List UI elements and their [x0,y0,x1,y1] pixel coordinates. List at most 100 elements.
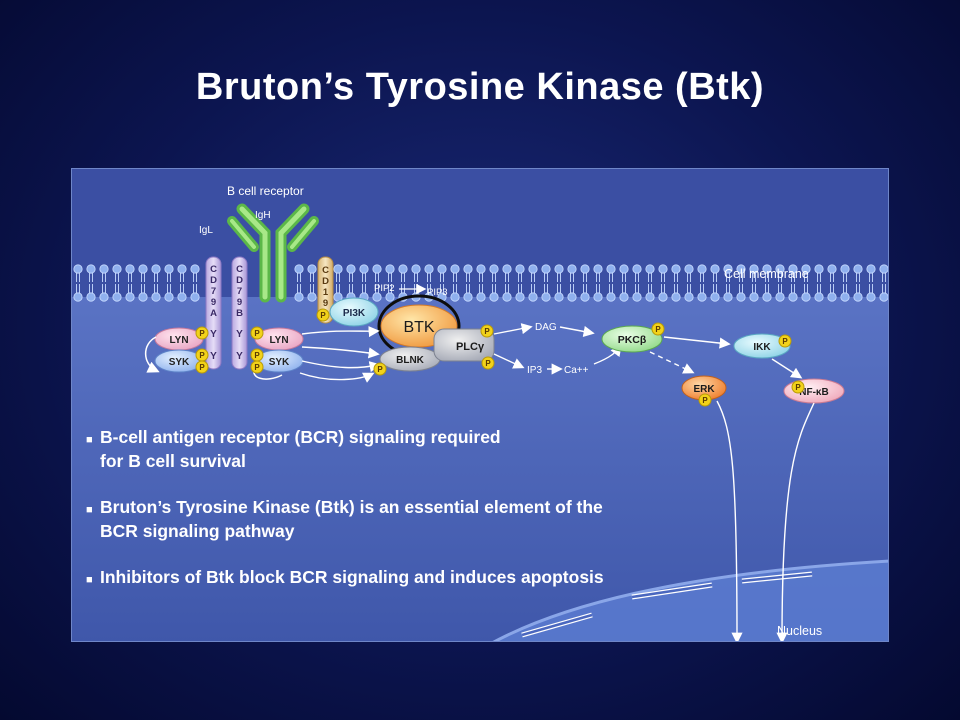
cell-membrane [73,264,888,302]
lipid-head [515,264,525,274]
lipid-tail [739,273,743,282]
phospho-label: P [655,325,661,334]
igh-label: IgH [255,210,271,221]
phospho-label: P [254,329,260,338]
lipid-head [697,292,707,302]
lipid-head [385,292,395,302]
lipid-tail [180,273,184,282]
lipid-tail [817,284,821,293]
lipid-head [476,292,486,302]
lipid-head [424,264,434,274]
lipid-head [567,264,577,274]
phospho-label: P [782,337,788,346]
lipid-tail [765,284,769,293]
lipid-tail [115,284,119,293]
cd19-letter: 1 [323,287,329,298]
btk-label: BTK [403,319,434,336]
lipid-head [801,292,811,302]
lipid-head [788,292,798,302]
lipid-tail [700,284,704,293]
lipid-tail [544,284,548,293]
lipid-tail [141,273,145,282]
lipid-tail [180,284,184,293]
lipid-head [294,292,304,302]
lipid-tail [687,284,691,293]
igl-label: IgL [199,225,213,236]
lyn-left-label: LYN [169,335,188,346]
phospho-label: P [254,363,260,372]
lipid-tail [830,273,834,282]
lipid-tail [76,284,80,293]
lipid-tail [817,273,821,282]
lipid-head [307,292,317,302]
lipid-tail [310,284,314,293]
cd79a-letter: A [210,308,217,319]
lipid-head [606,264,616,274]
lipid-tail [154,284,158,293]
lipid-tail [700,273,704,282]
lipid-head [528,292,538,302]
lipid-tail [856,284,860,293]
lipid-head [840,292,850,302]
phospho-label: P [484,327,490,336]
dag-label: DAG [535,322,557,333]
lipid-head [671,292,681,302]
lipid-head [437,264,447,274]
lipid-head [593,264,603,274]
lipid-head [294,264,304,274]
lipid-tail [622,284,626,293]
lipid-head [632,292,642,302]
lipid-tail [167,284,171,293]
lipid-tail [843,273,847,282]
lipid-head [450,264,460,274]
syk-left-label: SYK [169,357,190,368]
plcg [433,328,495,362]
lipid-tail [726,273,730,282]
cd79b-chain [231,256,248,370]
lipid-head [528,264,538,274]
lipid-tail [570,273,574,282]
lipid-head [112,264,122,274]
cd79b-letter: C [236,264,243,275]
lipid-head [489,264,499,274]
lipid-tail [804,284,808,293]
lipid-tail [401,273,405,282]
lipid-tail [453,284,457,293]
lipid-head [541,264,551,274]
lipid-head [749,292,759,302]
lipid-head [723,264,733,274]
lipid-head [710,292,720,302]
bullet-2-line1: Bruton’s Tyrosine Kinase (Btk) is an ess… [100,497,603,517]
lipid-tail [479,284,483,293]
lipid-head [502,264,512,274]
lipid-tail [310,273,314,282]
phospho-label: P [320,311,326,320]
lipid-head [749,264,759,274]
membrane-label: Cell membrane [724,267,809,281]
lipid-head [879,292,888,302]
lipid-head [164,264,174,274]
lipid-tail [882,284,886,293]
lipid-head [151,264,161,274]
lipid-head [99,264,109,274]
lipid-tail [843,284,847,293]
lipid-tail [141,284,145,293]
lipid-head [554,292,564,302]
cd19-letter: 9 [323,298,328,309]
lipid-tail [154,273,158,282]
lipid-head [125,264,135,274]
lipid-head [827,264,837,274]
lipid-tail [375,273,379,282]
bullet-marker: ■ [86,434,93,446]
lipid-tail [453,273,457,282]
bullet-1-line1: B-cell antigen receptor (BCR) signaling … [100,427,501,447]
phospho-dot [316,308,330,322]
lipid-head [736,264,746,274]
bullet-item-1: ■ B-cell antigen receptor (BCR) signalin… [86,425,726,473]
lipid-head [723,292,733,302]
lipid-tail [414,273,418,282]
phospho-dot [698,393,712,407]
lipid-tail [674,284,678,293]
phospho-dot [373,362,387,376]
